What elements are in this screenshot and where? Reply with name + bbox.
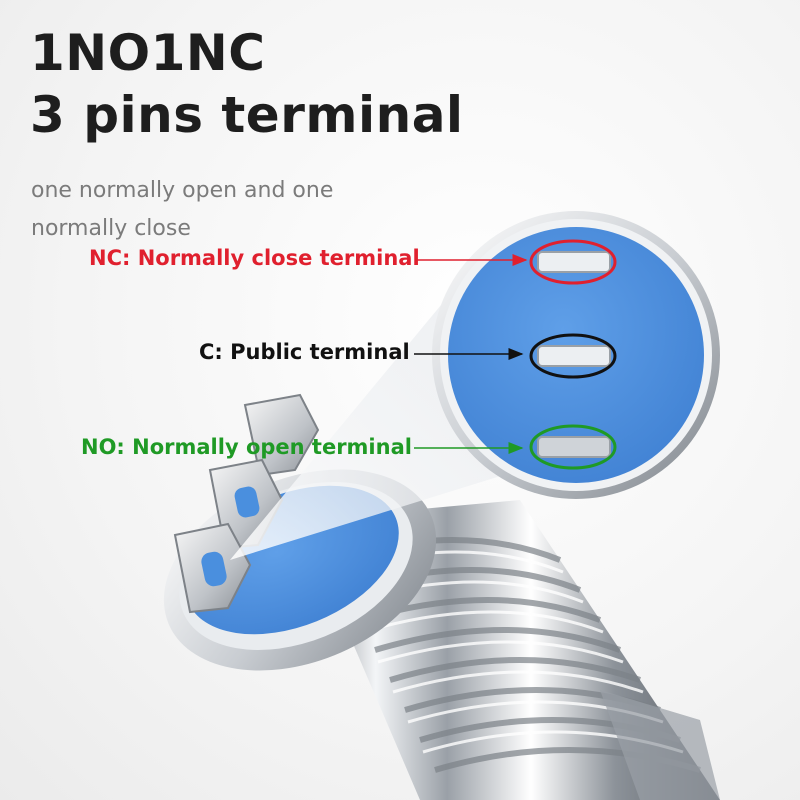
nc-terminal-label: NC: Normally close terminal xyxy=(89,246,420,270)
nc-highlight-ring xyxy=(529,239,617,285)
switch-pins xyxy=(173,393,320,614)
c-terminal-label: C: Public terminal xyxy=(199,340,410,364)
no-highlight-ring xyxy=(529,424,617,470)
subtitle: one normally open and one normally close xyxy=(31,178,334,241)
title-line-2: 3 pins terminal xyxy=(30,86,464,144)
no-terminal-label: NO: Normally open terminal xyxy=(81,435,412,459)
c-highlight-ring xyxy=(529,333,617,379)
title-line-1: 1NO1NC xyxy=(30,24,266,82)
zoom-view xyxy=(432,211,720,499)
c-pin xyxy=(537,345,611,367)
nc-pin xyxy=(537,251,611,273)
no-pin xyxy=(537,436,611,458)
